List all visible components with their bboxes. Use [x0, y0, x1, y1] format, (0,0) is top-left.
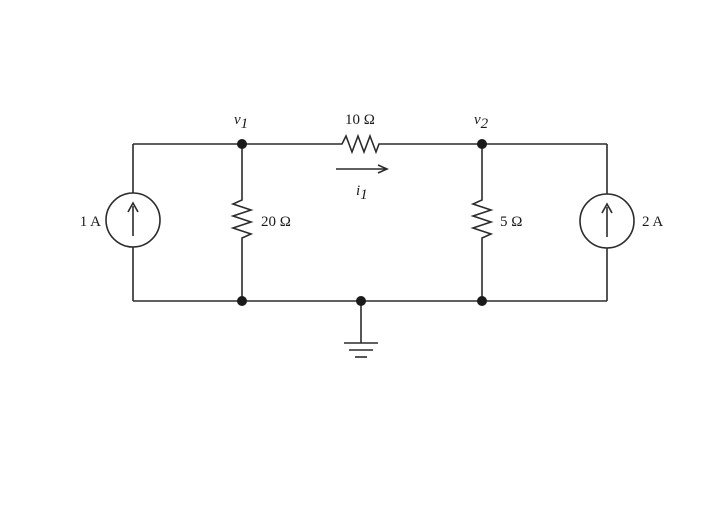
node-bottom-left — [237, 296, 247, 306]
node-v1-label: v1 — [234, 112, 248, 132]
node-v1 — [237, 139, 247, 149]
node-v2 — [477, 139, 487, 149]
current-i1-label: i1 — [356, 183, 368, 203]
current-source-left — [105, 192, 161, 248]
resistor-10-ohm — [336, 133, 385, 155]
node-bottom-right — [477, 296, 487, 306]
current-i1-arrow-head-icon — [377, 164, 389, 174]
resistor-5-ohm — [470, 196, 494, 242]
resistor-20-ohm-label: 20 Ω — [261, 214, 291, 230]
resistor-5-ohm-label: 5 Ω — [500, 214, 522, 230]
current-source-right-label: 2 A — [642, 214, 663, 230]
node-bottom-middle — [356, 296, 366, 306]
current-source-left-label: 1 A — [80, 214, 101, 230]
source-left-arrow-head-icon — [127, 201, 139, 213]
current-source-right — [579, 193, 635, 249]
source-right-arrow-head-icon — [601, 202, 613, 214]
resistor-10-ohm-label: 10 Ω — [345, 112, 375, 128]
resistor-20-ohm — [230, 196, 254, 242]
node-v2-label: v2 — [474, 112, 489, 132]
